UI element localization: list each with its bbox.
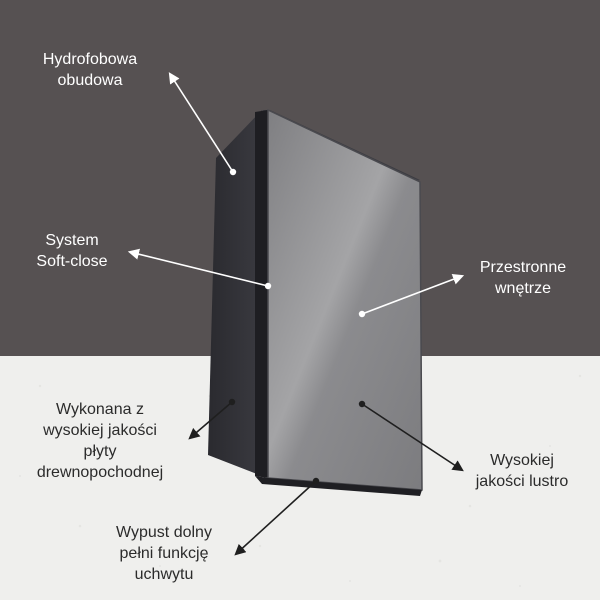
callout-housing: Hydrofobowa obudowa — [36, 49, 144, 91]
callout-interior-line-2: wnętrze — [494, 280, 552, 297]
callout-interior: Przestronne wnętrze — [470, 257, 576, 299]
callout-housing-line-1: Hydrofobowa — [42, 51, 138, 68]
callout-mirror-line-1: Wysokiej — [490, 452, 554, 469]
callout-handle-line-1: Wypust dolny — [116, 524, 212, 541]
dot-soft-close — [264, 282, 272, 290]
pointer-handle — [234, 480, 317, 556]
callout-board-line-1: Wykonana z — [56, 401, 144, 418]
callout-soft-close-line-1: System — [45, 232, 99, 249]
cabinet-side-panel — [208, 110, 262, 476]
callout-board: Wykonana z wysokiej jakości płyty drewno… — [26, 399, 174, 483]
callout-interior-line-1: Przestronne — [479, 259, 567, 276]
cabinet-frame — [255, 110, 268, 478]
pointer-interior — [361, 273, 465, 315]
callout-mirror-line-2: jakości lustro — [475, 473, 569, 490]
pointer-soft-close — [127, 248, 269, 287]
callout-handle-line-2: pełni funkcję — [119, 545, 209, 562]
pointer-board — [188, 401, 233, 440]
callout-soft-close-line-2: Soft-close — [36, 253, 108, 270]
callout-housing-line-2: obudowa — [57, 72, 123, 89]
pointer-housing — [168, 72, 234, 173]
callout-board-line-4: drewnopochodnej — [36, 464, 164, 481]
callout-handle-line-3: uchwytu — [134, 566, 194, 583]
dot-interior — [358, 310, 366, 318]
dot-board — [228, 398, 236, 406]
callout-soft-close: System Soft-close — [24, 230, 120, 272]
callout-handle: Wypust dolny pełni funkcję uchwytu — [100, 522, 228, 585]
cabinet-bottom — [255, 476, 422, 496]
callout-board-line-2: wysokiej jakości — [43, 422, 157, 439]
callout-mirror: Wysokiej jakości lustro — [462, 450, 582, 492]
dot-mirror — [358, 400, 366, 408]
pointer-mirror — [361, 403, 464, 472]
callout-board-line-3: płyty — [83, 443, 117, 460]
dot-handle — [312, 477, 320, 485]
dot-housing — [229, 168, 237, 176]
